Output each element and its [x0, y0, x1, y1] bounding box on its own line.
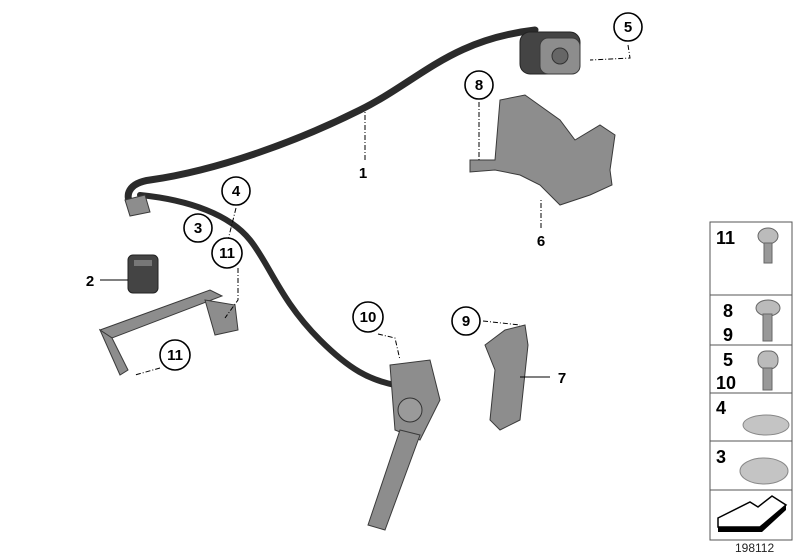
svg-text:11: 11	[167, 347, 183, 364]
callout-11-lower: 11	[159, 339, 191, 371]
cover-cap-domed-icon	[739, 457, 789, 485]
callout-2: 2	[86, 273, 94, 290]
arrow-icon	[717, 495, 788, 532]
panel-row-5-10: 5 10	[716, 350, 779, 393]
document-number: 198112	[735, 541, 775, 555]
callout-9: 9	[451, 306, 481, 336]
svg-text:5: 5	[624, 19, 632, 36]
belt-buckle	[98, 254, 224, 376]
callout-5: 5	[613, 12, 643, 42]
parts-panel: 11 8 9 5 10 4 3	[709, 221, 793, 541]
svg-text:8: 8	[475, 77, 483, 94]
svg-text:10: 10	[716, 373, 736, 393]
svg-text:11: 11	[219, 245, 235, 262]
callout-7: 7	[558, 370, 566, 387]
callout-11-upper: 11	[211, 237, 243, 269]
svg-text:9: 9	[462, 313, 470, 330]
svg-text:4: 4	[716, 398, 726, 418]
svg-text:2: 2	[86, 273, 94, 290]
svg-text:9: 9	[723, 325, 733, 345]
svg-text:4: 4	[232, 183, 241, 200]
svg-text:3: 3	[194, 220, 202, 237]
torx-bolt-icon	[757, 350, 779, 391]
panel-row-3: 3	[716, 447, 789, 485]
callout-4: 4	[221, 176, 251, 206]
svg-text:11: 11	[716, 228, 735, 248]
torx-bolt-icon	[755, 299, 781, 342]
svg-text:1: 1	[359, 165, 367, 182]
leader-lines	[100, 44, 631, 378]
belt-end-fitting	[124, 194, 239, 336]
panel-row-4: 4	[716, 398, 790, 436]
panel-row-8-9: 8 9	[723, 299, 781, 345]
callout-1: 1	[359, 165, 367, 182]
svg-text:10: 10	[360, 309, 377, 326]
svg-text:7: 7	[558, 370, 566, 387]
torx-bolt-short-icon	[757, 227, 779, 264]
svg-text:3: 3	[716, 447, 726, 467]
callout-3: 3	[183, 213, 213, 243]
mounting-bracket	[484, 324, 529, 431]
panel-row-11: 11	[716, 227, 779, 264]
cover-cap-flat-icon	[742, 414, 790, 436]
retractor-bracket	[469, 94, 616, 206]
seat-belt-webbing	[124, 26, 539, 388]
belt-tensioner	[367, 359, 441, 531]
callout-6: 6	[537, 233, 545, 250]
svg-text:6: 6	[537, 233, 545, 250]
belt-retractor	[519, 31, 581, 75]
svg-text:5: 5	[723, 350, 733, 370]
callout-10: 10	[352, 301, 384, 333]
callout-8: 8	[464, 70, 494, 100]
svg-text:8: 8	[723, 301, 733, 321]
